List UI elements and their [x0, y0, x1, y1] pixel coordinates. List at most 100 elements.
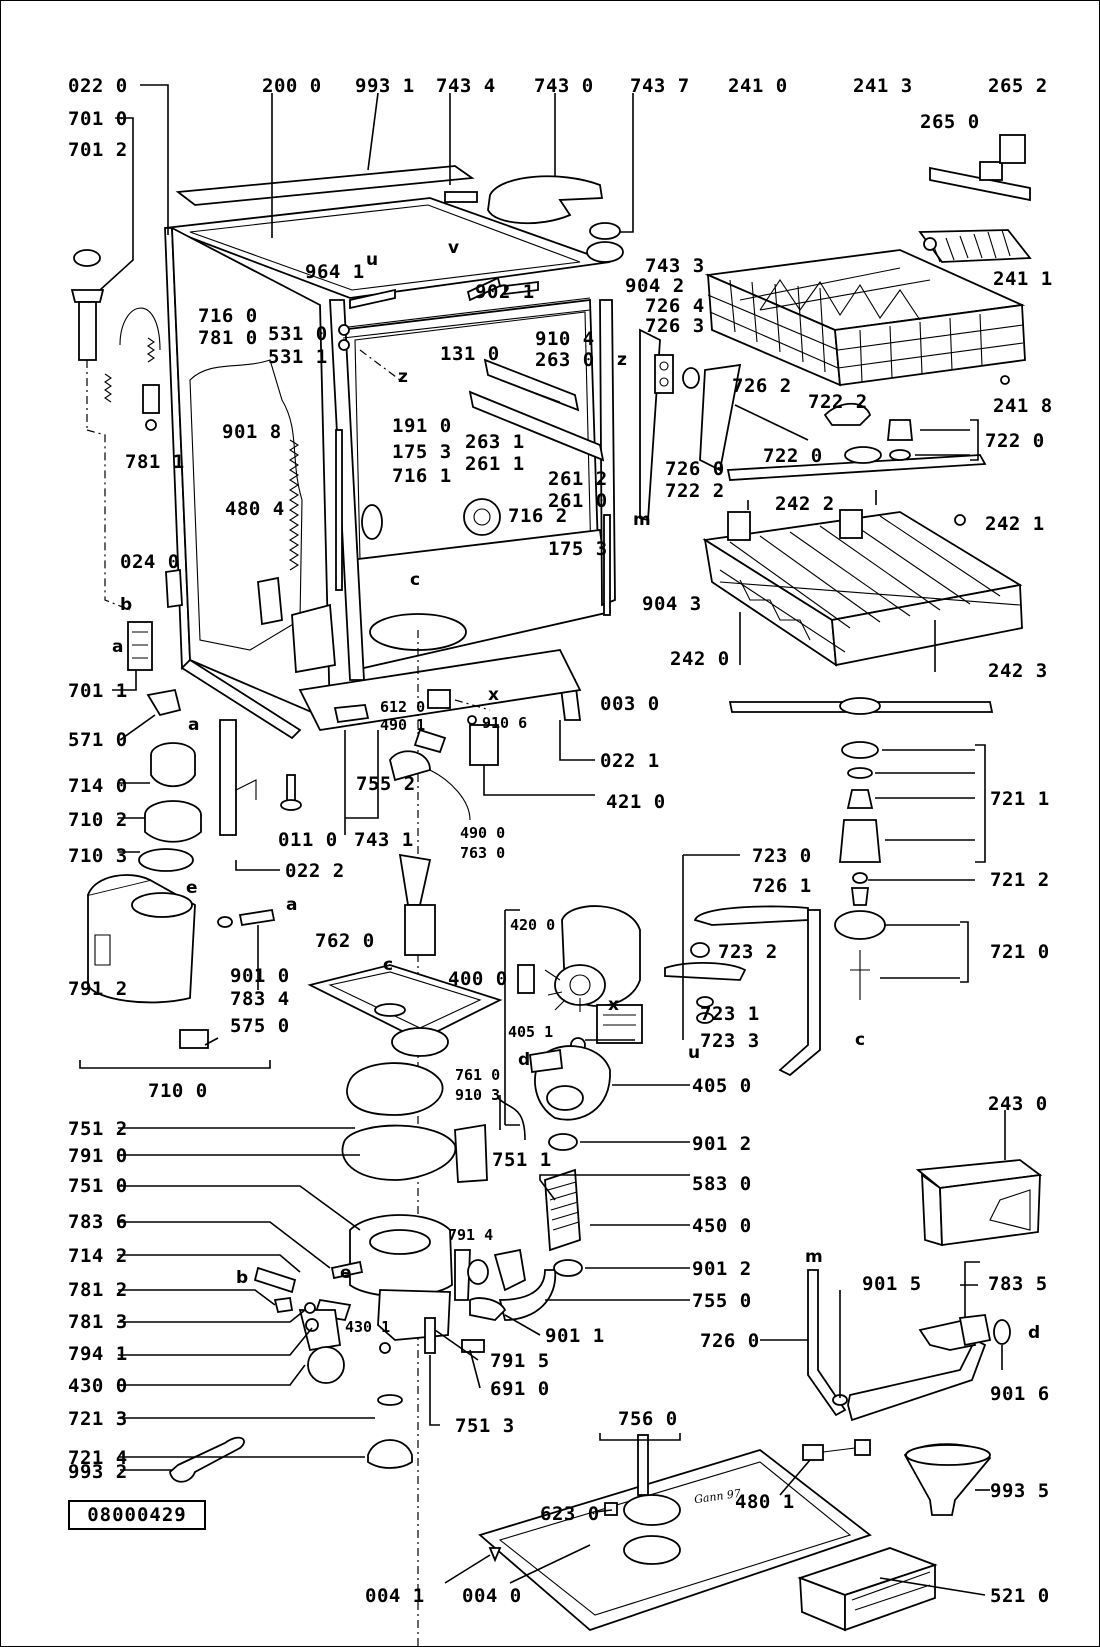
label-904-2: 904 2 — [625, 275, 685, 297]
label-022-0: 022 0 — [68, 75, 128, 97]
label-755-0: 755 0 — [692, 1290, 752, 1312]
label-783-5: 783 5 — [988, 1273, 1048, 1295]
label-480-1: 480 1 — [735, 1491, 795, 1513]
label-721-0: 721 0 — [990, 941, 1050, 963]
label-716-1: 716 1 — [392, 465, 452, 487]
left-parts — [70, 117, 302, 1069]
label-131-0: 131 0 — [440, 343, 500, 365]
label-405-0: 405 0 — [692, 1075, 752, 1097]
label-722-2-upper: 722 2 — [808, 391, 868, 413]
label-902-1: 902 1 — [475, 281, 535, 303]
label-261-2: 261 2 — [548, 468, 608, 490]
label-710-3: 710 3 — [68, 845, 128, 867]
marker-m-pipe: m — [805, 1247, 823, 1267]
label-714-2: 714 2 — [68, 1245, 128, 1267]
label-421-0: 421 0 — [606, 791, 666, 813]
label-430-0: 430 0 — [68, 1375, 128, 1397]
label-721-1: 721 1 — [990, 788, 1050, 810]
spanner-tool — [120, 1436, 245, 1483]
label-723-3: 723 3 — [700, 1030, 760, 1052]
label-756-0: 756 0 — [618, 1408, 678, 1430]
label-200-0: 200 0 — [262, 75, 322, 97]
label-261-1: 261 1 — [465, 453, 525, 475]
marker-m-hinge: m — [633, 510, 651, 530]
label-723-1: 723 1 — [700, 1003, 760, 1025]
label-243-0: 243 0 — [988, 1093, 1048, 1115]
label-242-3: 242 3 — [988, 660, 1048, 682]
label-721-4: 721 4 — [68, 1447, 128, 1469]
label-400-0: 400 0 — [448, 968, 508, 990]
label-241-8: 241 8 — [993, 395, 1053, 417]
label-723-2: 723 2 — [718, 941, 778, 963]
label-726-4: 726 4 — [645, 295, 705, 317]
label-783-4: 783 4 — [230, 988, 290, 1010]
label-910-6: 910 6 — [482, 714, 527, 732]
upper-basket — [704, 134, 1032, 387]
label-743-1: 743 1 — [354, 829, 414, 851]
label-901-5: 901 5 — [862, 1273, 922, 1295]
label-904-3: 904 3 — [642, 593, 702, 615]
label-004-1: 004 1 — [365, 1585, 425, 1607]
label-901-1: 901 1 — [545, 1325, 605, 1347]
marker-a-hose: a — [286, 895, 297, 915]
lower-basket — [702, 490, 1023, 672]
marker-a-valve: a — [188, 715, 199, 735]
label-450-0: 450 0 — [692, 1215, 752, 1237]
label-901-6: 901 6 — [990, 1383, 1050, 1405]
label-716-0: 716 0 — [198, 305, 258, 327]
label-003-0: 003 0 — [600, 693, 660, 715]
label-022-1: 022 1 — [600, 750, 660, 772]
motor-pump-assembly — [504, 905, 690, 1301]
letter-markers: u v z z c b a a a e x x c d u c m m d b … — [112, 238, 1040, 1343]
label-721-3: 721 3 — [68, 1408, 128, 1430]
marker-z: z — [398, 367, 408, 387]
label-781-0: 781 0 — [198, 327, 258, 349]
label-261-0: 261 0 — [548, 490, 608, 512]
label-743-7: 743 7 — [630, 75, 690, 97]
label-781-1: 781 1 — [125, 451, 185, 473]
label-242-1: 242 1 — [985, 513, 1045, 535]
label-191-0: 191 0 — [392, 415, 452, 437]
label-265-0: 265 0 — [920, 111, 980, 133]
label-743-0: 743 0 — [534, 75, 594, 97]
label-726-0-top: 726 0 — [665, 458, 725, 480]
label-701-2: 701 2 — [68, 139, 128, 161]
label-612-0: 612 0 — [380, 698, 425, 716]
label-263-1: 263 1 — [465, 431, 525, 453]
marker-e-hose: e — [340, 1263, 352, 1283]
hinge-parts — [639, 328, 809, 522]
label-710-0: 710 0 — [148, 1080, 208, 1102]
label-722-2: 722 2 — [665, 480, 725, 502]
label-242-2: 242 2 — [775, 493, 835, 515]
label-761-0: 761 0 — [455, 1066, 500, 1084]
label-701-1: 701 1 — [68, 680, 128, 702]
marker-d: d — [518, 1050, 530, 1070]
marker-x: x — [488, 685, 499, 705]
label-405-1: 405 1 — [508, 1023, 553, 1041]
label-521-0: 521 0 — [990, 1585, 1050, 1607]
label-716-2: 716 2 — [508, 505, 568, 527]
upper-spray-arm — [726, 402, 987, 481]
label-490-0: 490 0 — [460, 824, 505, 842]
label-791-2: 791 2 — [68, 978, 128, 1000]
label-783-6: 783 6 — [68, 1211, 128, 1233]
spray-pipe — [664, 854, 821, 1077]
label-901-2-top: 901 2 — [692, 1133, 752, 1155]
label-722-0-left: 722 0 — [763, 445, 823, 467]
label-751-3: 751 3 — [455, 1415, 515, 1437]
marker-d-pipe: d — [1028, 1323, 1040, 1343]
label-910-4: 910 4 — [535, 328, 595, 350]
lower-spray-arm — [728, 697, 994, 1000]
label-781-3: 781 3 — [68, 1311, 128, 1333]
label-022-2: 022 2 — [285, 860, 345, 882]
label-175-3: 175 3 — [392, 441, 452, 463]
label-531-0: 531 0 — [268, 323, 328, 345]
document-number: 08000429 — [68, 1500, 206, 1530]
marker-a-left: a — [112, 637, 123, 657]
label-623-0: 623 0 — [540, 1503, 600, 1525]
marker-x-motor: x — [608, 995, 619, 1015]
label-743-3: 743 3 — [645, 255, 705, 277]
marker-b-hose: b — [236, 1268, 248, 1288]
leader-lines — [118, 1127, 990, 1596]
